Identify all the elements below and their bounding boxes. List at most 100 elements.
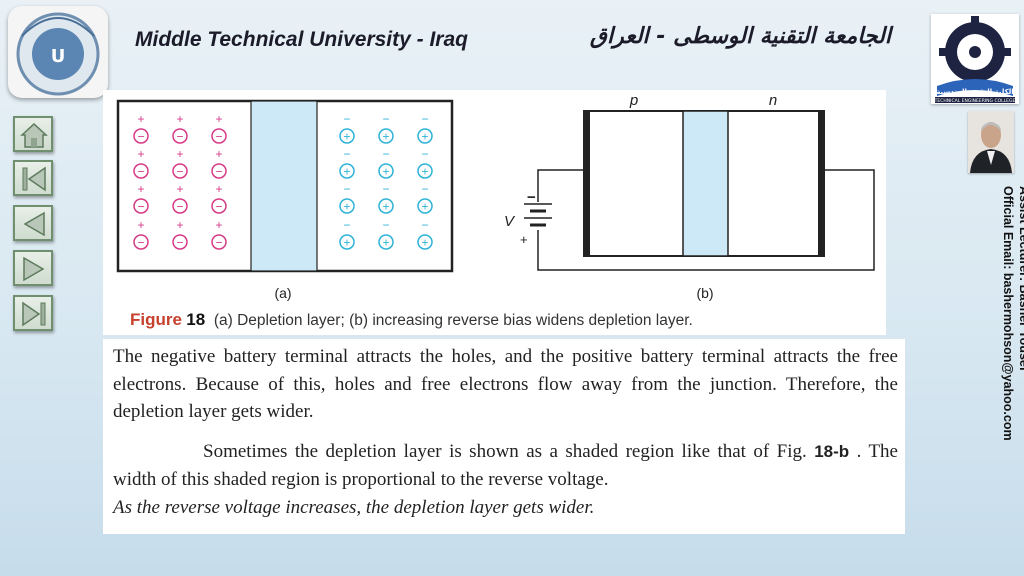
home-button[interactable] <box>13 116 53 152</box>
p-ion-carrier: + <box>215 112 222 126</box>
p-ion-sign: − <box>215 165 222 179</box>
title-arabic: الجامعة التقنية الوسطى - العراق <box>589 24 891 49</box>
p-ion-sign: − <box>137 236 144 250</box>
n-ion <box>339 163 355 179</box>
p-ion-sign: − <box>215 200 222 214</box>
n-ion <box>339 234 355 250</box>
n-ion-carrier: − <box>421 112 428 126</box>
n-ion <box>378 128 394 144</box>
title-english: Middle Technical University - Iraq <box>135 28 468 51</box>
p-ion <box>172 128 188 144</box>
caption-figure-word: Figure <box>130 310 182 329</box>
p-ion-carrier: + <box>176 147 183 161</box>
p-ion-carrier: + <box>215 182 222 196</box>
lecturer-email: Official Email: bashermohson@yahoo.com <box>1001 186 1015 441</box>
p-ion-sign: − <box>215 130 222 144</box>
battery-minus: − <box>527 189 536 206</box>
figure-ref: 18-b <box>814 442 850 461</box>
n-ion-sign: + <box>382 130 389 144</box>
p-ion-carrier: + <box>176 218 183 232</box>
p-ion <box>172 234 188 250</box>
n-ion <box>417 234 433 250</box>
p-ion-sign: − <box>137 130 144 144</box>
n-ion-sign: + <box>421 200 428 214</box>
battery-plus: + <box>520 232 528 247</box>
home-icon <box>20 122 48 148</box>
svg-text:TECHNICAL ENGINEERING COLLEGE: TECHNICAL ENGINEERING COLLEGE <box>934 98 1016 104</box>
p-ion <box>172 163 188 179</box>
n-ion-sign: + <box>343 130 350 144</box>
n-ion-carrier: − <box>421 147 428 161</box>
paragraph-2-start: Sometimes the depletion layer is shown a… <box>203 441 807 462</box>
n-ion <box>417 128 433 144</box>
svg-text:U: U <box>51 46 66 67</box>
n-ion-carrier: − <box>421 182 428 196</box>
p-ion <box>133 128 149 144</box>
battery-symbol <box>524 203 552 227</box>
skip-last-icon <box>22 301 46 327</box>
n-ion <box>378 234 394 250</box>
p-ion <box>133 198 149 214</box>
paragraph-1: The negative battery terminal attracts t… <box>113 346 898 422</box>
depletion-region-b <box>682 110 729 257</box>
label-b: (b) <box>696 285 713 301</box>
previous-slide-button[interactable] <box>13 205 53 241</box>
n-ion-carrier: − <box>382 182 389 196</box>
p-ion-sign: − <box>137 165 144 179</box>
college-logo: الكلية التقنية الهندسية TECHNICAL ENGINE… <box>931 14 1019 104</box>
n-ion-sign: + <box>421 130 428 144</box>
p-ion <box>211 234 227 250</box>
paragraph-2: Sometimes the depletion layer is shown a… <box>113 438 898 493</box>
n-ion <box>339 198 355 214</box>
last-slide-button[interactable] <box>13 295 53 331</box>
n-ion-sign: + <box>421 165 428 179</box>
n-ion-sign: + <box>382 236 389 250</box>
p-ion <box>211 198 227 214</box>
lecturer-photo <box>968 111 1014 173</box>
figure-panel: + − + − + − − + − + − + + − + − + − − + − + − + + − + − + − − + − + − + + − + −… <box>103 90 886 335</box>
n-ion-sign: + <box>343 236 350 250</box>
n-ion <box>339 128 355 144</box>
text-panel: The negative battery terminal attracts t… <box>103 339 905 534</box>
skip-first-icon <box>22 166 46 192</box>
p-ion-carrier: + <box>215 147 222 161</box>
p-ion-carrier: + <box>137 218 144 232</box>
n-ion-carrier: − <box>343 182 350 196</box>
first-slide-button[interactable] <box>13 160 53 196</box>
university-logo: U <box>8 6 108 98</box>
p-ion-carrier: + <box>176 112 183 126</box>
p-ion <box>133 234 149 250</box>
p-ion-sign: − <box>176 236 183 250</box>
n-ion-carrier: − <box>343 218 350 232</box>
lecturer-info: Assist Lecturer: Basher Yousef Official … <box>1000 186 1024 441</box>
p-ion-carrier: + <box>137 182 144 196</box>
n-ion-carrier: − <box>343 147 350 161</box>
p-ion-carrier: + <box>215 218 222 232</box>
n-ion <box>417 198 433 214</box>
p-ion-sign: − <box>176 200 183 214</box>
caption-text: (a) Depletion layer; (b) increasing reve… <box>213 312 693 329</box>
n-ion-sign: + <box>382 200 389 214</box>
p-label: p <box>629 92 638 109</box>
p-ion <box>211 163 227 179</box>
p-ion <box>211 128 227 144</box>
p-ion-sign: − <box>215 236 222 250</box>
next-slide-button[interactable] <box>13 250 53 286</box>
n-ion <box>378 163 394 179</box>
n-ion-sign: + <box>343 200 350 214</box>
p-ion <box>172 198 188 214</box>
n-ion-sign: + <box>421 236 428 250</box>
paragraph-3: As the reverse voltage increases, the de… <box>113 497 595 518</box>
depletion-region-a <box>250 100 318 272</box>
p-ion-carrier: + <box>137 147 144 161</box>
label-a: (a) <box>274 285 291 301</box>
n-ion-carrier: − <box>382 112 389 126</box>
next-icon <box>23 256 45 282</box>
p-ion-sign: − <box>176 130 183 144</box>
p-ion-sign: − <box>176 165 183 179</box>
p-ion-carrier: + <box>176 182 183 196</box>
voltage-label: V <box>504 213 516 230</box>
n-ion <box>378 198 394 214</box>
caption-figure-number: 18 <box>186 310 206 329</box>
lecturer-name: Assist Lecturer: Basher Yousef <box>1017 186 1024 372</box>
